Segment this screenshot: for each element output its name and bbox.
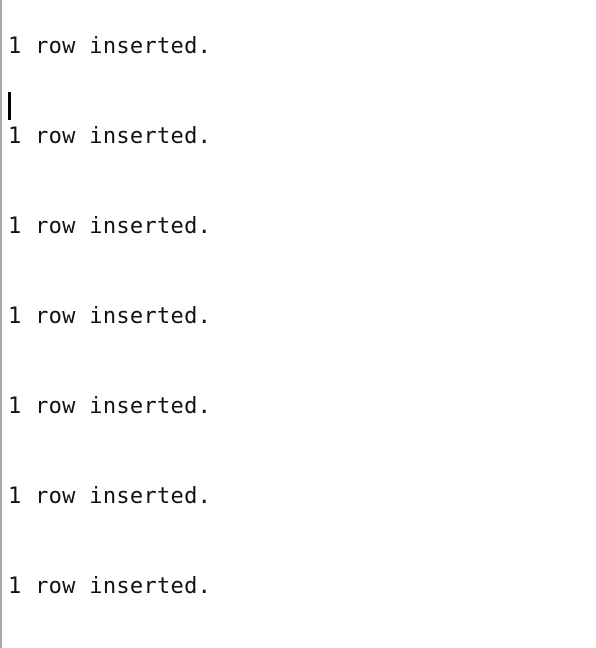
output-line: 1 row inserted. (8, 214, 212, 239)
output-line: 1 row inserted. (8, 124, 212, 149)
output-line: 1 row inserted. (8, 34, 212, 59)
text-caret (8, 92, 11, 120)
output-line: 1 row inserted. (8, 484, 212, 509)
output-line: 1 row inserted. (8, 574, 212, 599)
output-line: 1 row inserted. (8, 304, 212, 329)
output-line: 1 row inserted. (8, 394, 212, 419)
